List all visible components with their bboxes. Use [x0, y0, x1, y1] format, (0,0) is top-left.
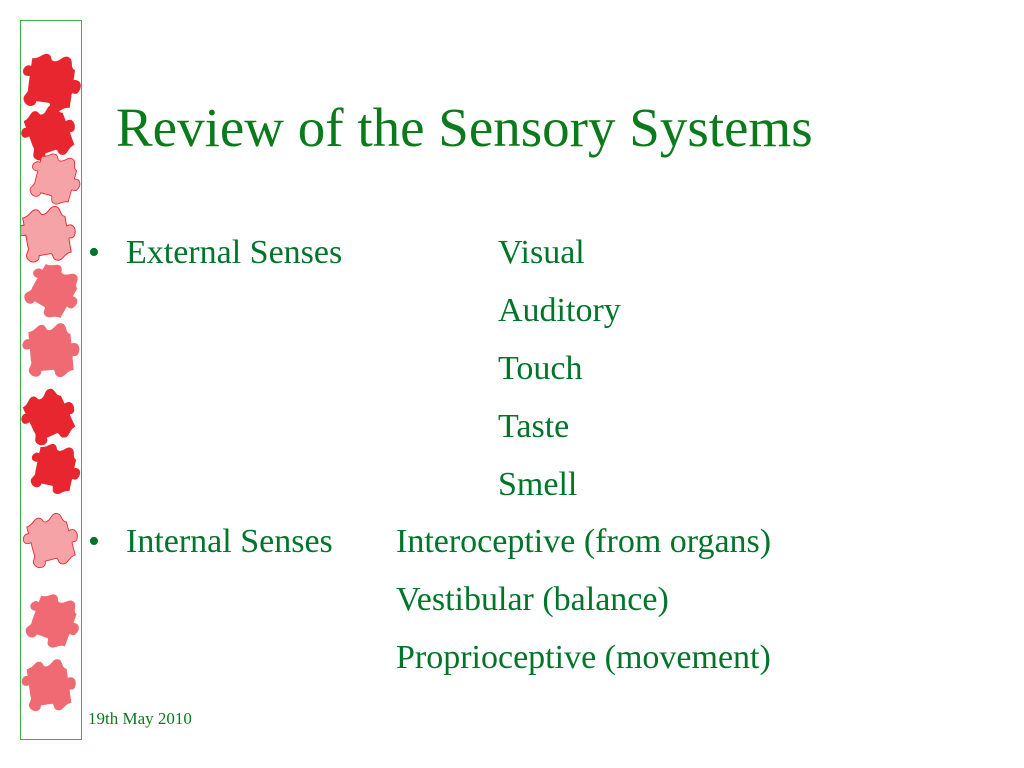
sense-item-touch: Touch [498, 350, 583, 387]
sense-item-vestibular: Vestibular (balance) [396, 581, 669, 618]
puzzle-piece-icon [24, 148, 81, 210]
puzzle-piece-icon [21, 508, 81, 573]
puzzle-piece-icon [21, 382, 81, 452]
puzzle-border [20, 20, 82, 740]
puzzle-piece-icon [21, 657, 80, 715]
puzzle-piece-icon [21, 321, 81, 381]
puzzle-piece-icon [21, 255, 81, 327]
sense-item-auditory: Auditory [498, 292, 621, 329]
bullet-internal: • [88, 523, 100, 560]
sense-item-taste: Taste [498, 408, 570, 445]
sense-item-proprioceptive: Proprioceptive (movement) [396, 639, 771, 676]
external-senses-label: External Senses [126, 234, 343, 271]
puzzle-piece-icon [21, 587, 81, 655]
bullet-external: • [88, 234, 100, 271]
puzzle-strip-graphic [21, 50, 81, 715]
slide-title: Review of the Sensory Systems [116, 97, 813, 158]
sense-item-interoceptive: Interoceptive (from organs) [396, 523, 772, 560]
puzzle-piece-icon [25, 440, 81, 498]
internal-senses-label: Internal Senses [126, 523, 333, 560]
sense-item-smell: Smell [498, 466, 578, 503]
footer-date: 19th May 2010 [88, 709, 192, 728]
puzzle-piece-icon [21, 203, 81, 267]
sense-item-visual: Visual [498, 234, 585, 271]
